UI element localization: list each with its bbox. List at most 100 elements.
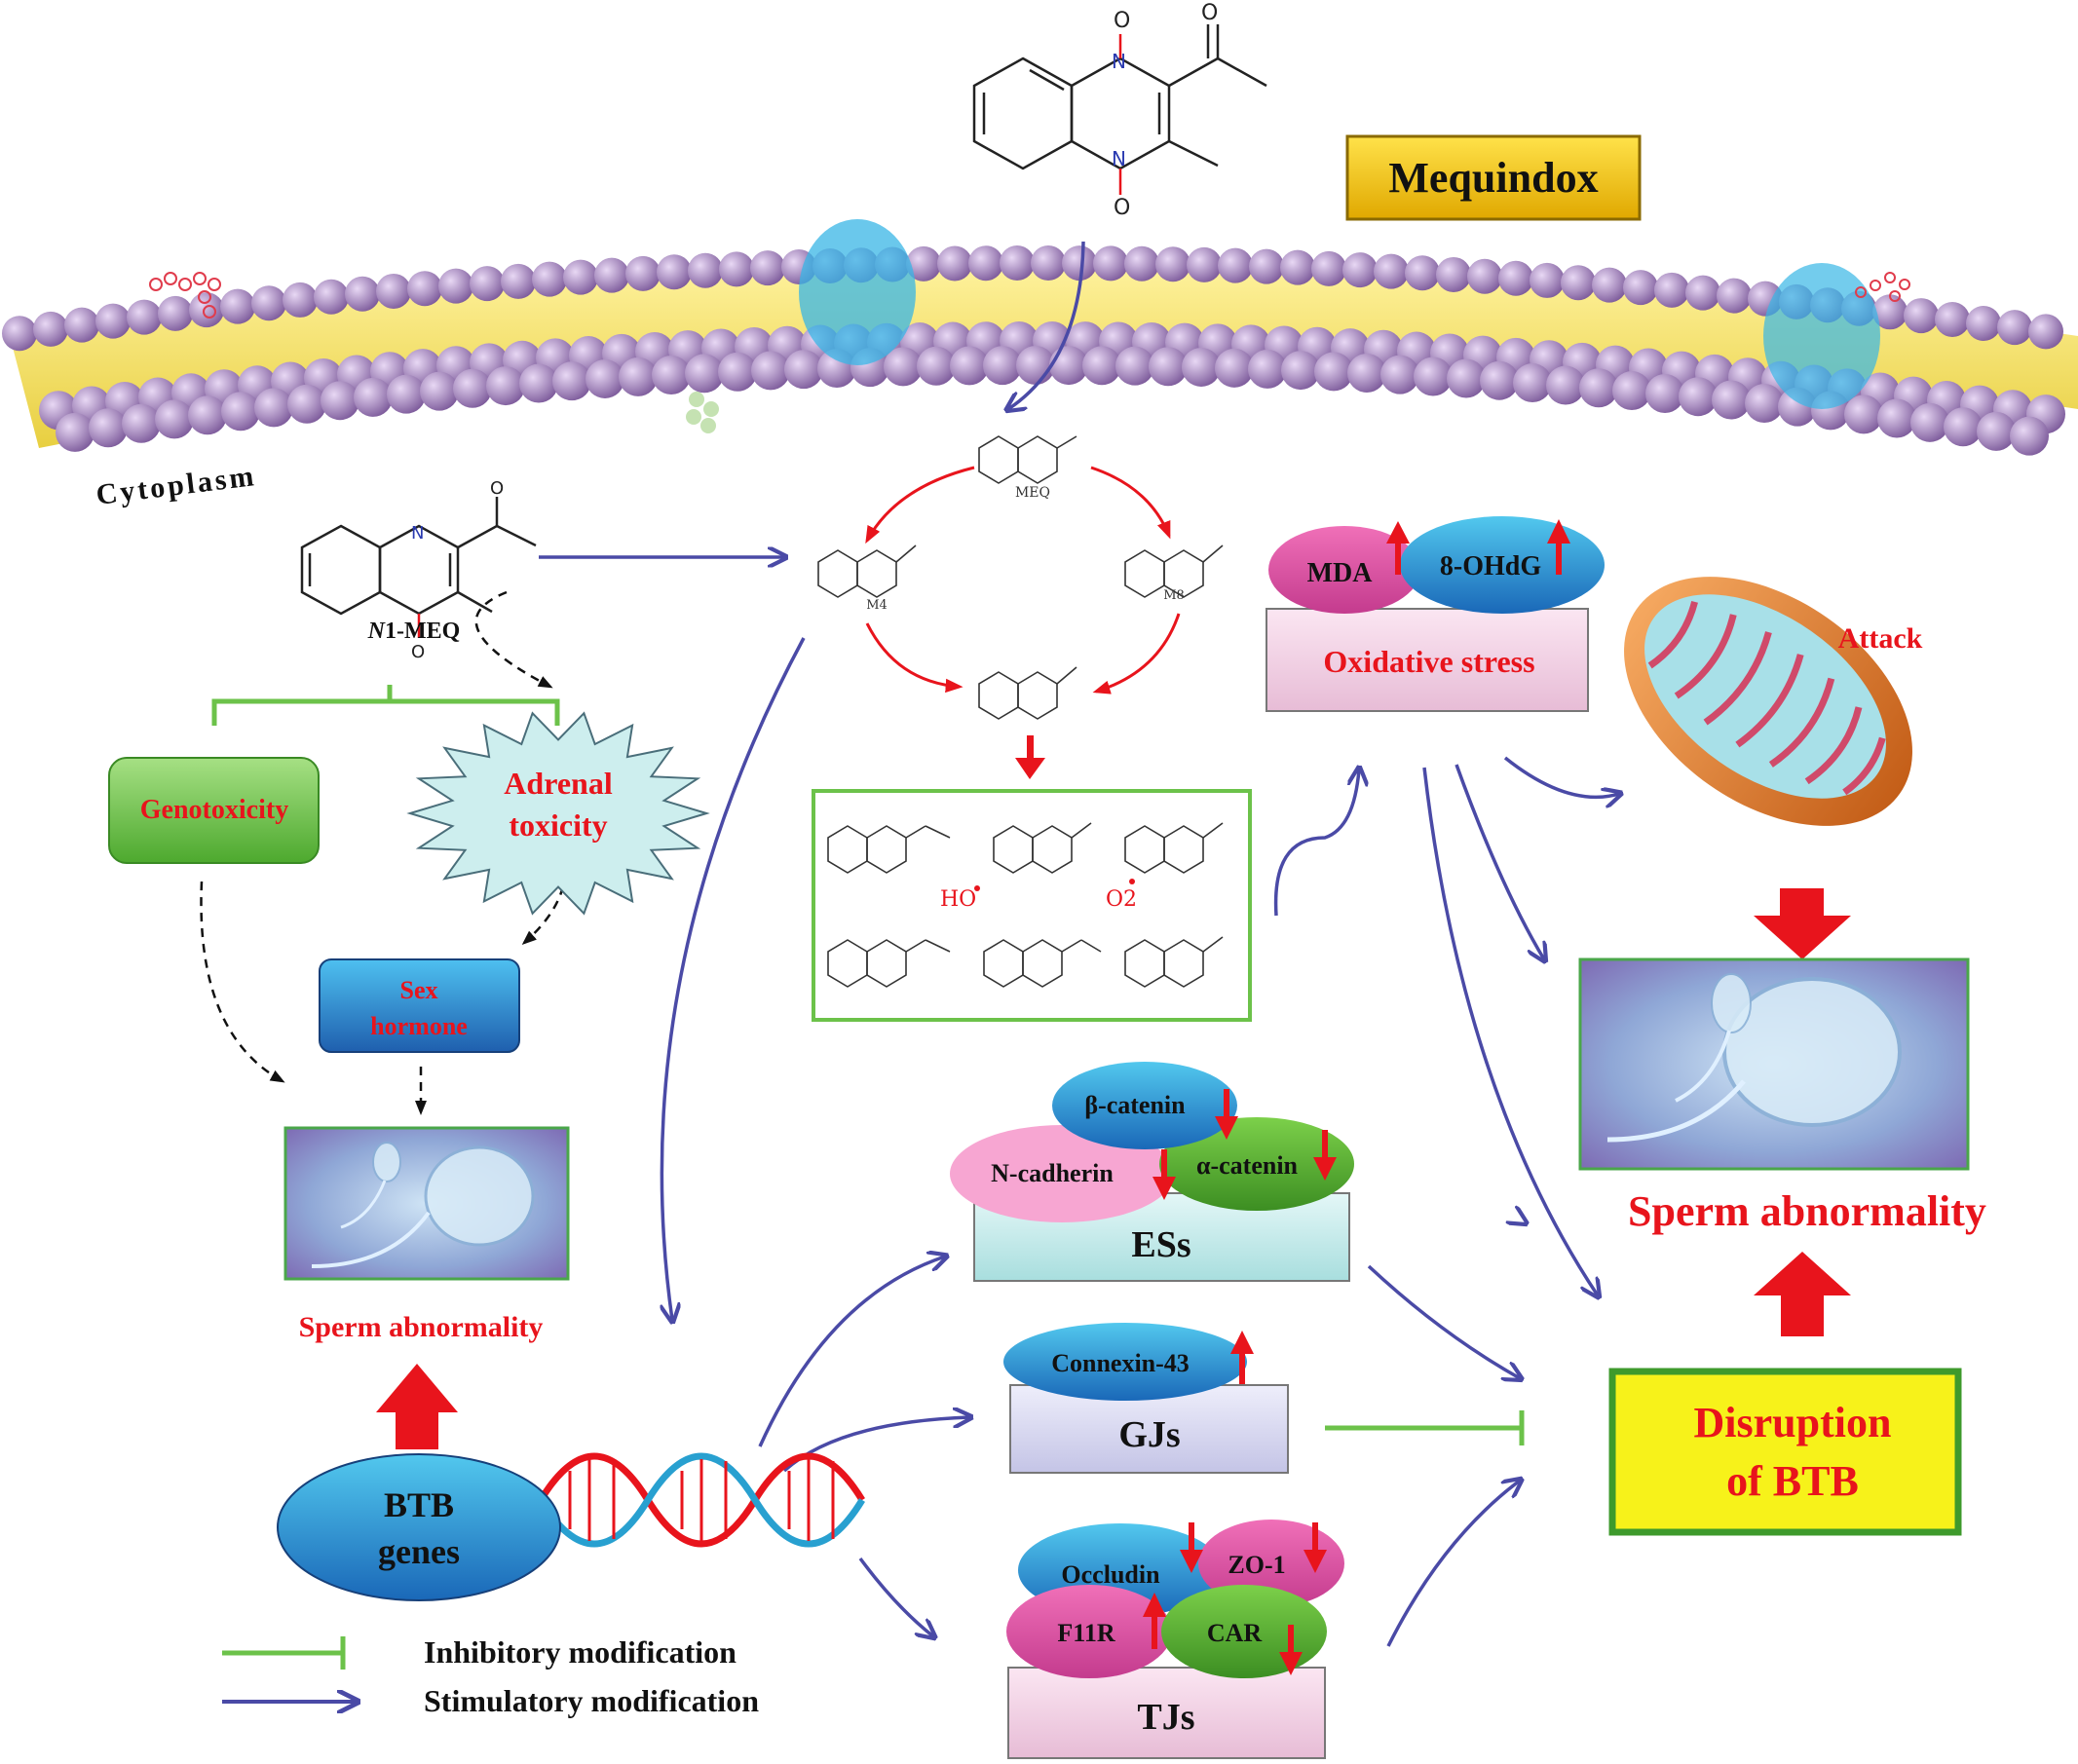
lipid-head bbox=[1745, 383, 1784, 423]
mequindox-title-box bbox=[1345, 134, 1642, 221]
lipid-head bbox=[1997, 310, 2032, 346]
es-label: ESs bbox=[1131, 1224, 1190, 1265]
dna-helix-icon bbox=[538, 1452, 865, 1548]
disruption-btb-box bbox=[1608, 1368, 1962, 1536]
occludin-down-arrow bbox=[1180, 1522, 1203, 1573]
oxygen-symbol: O bbox=[411, 642, 425, 662]
lipid-head bbox=[1910, 402, 1949, 442]
lipid-head bbox=[1977, 411, 2016, 451]
oxygen-symbol: O bbox=[1201, 1, 1218, 25]
radical-dot bbox=[974, 885, 980, 891]
red-down-arrow bbox=[1754, 888, 1851, 959]
metabolism-cycle-arrows bbox=[865, 466, 1181, 694]
genotoxicity-label: Genotoxicity bbox=[140, 795, 288, 825]
lipid-head bbox=[719, 251, 754, 287]
mda-up-arrow bbox=[1386, 521, 1410, 575]
lipid-head bbox=[2, 316, 37, 352]
lipid-head bbox=[688, 252, 723, 288]
lipid-head bbox=[1436, 256, 1471, 292]
lipid-head bbox=[453, 368, 492, 408]
lipid-head bbox=[254, 388, 293, 428]
btb-genes-line1: BTB bbox=[384, 1485, 454, 1524]
cell-membrane bbox=[2, 219, 2078, 456]
lipid-head bbox=[1935, 301, 1970, 337]
n-cadherin-label: N-cadherin bbox=[991, 1159, 1114, 1187]
lipid-head bbox=[1093, 245, 1128, 281]
sex-hormone-line2: hormone bbox=[370, 1012, 468, 1040]
lipid-head bbox=[95, 303, 131, 339]
lipid-head bbox=[1347, 353, 1386, 393]
connexin-ellipse bbox=[1003, 1323, 1247, 1401]
oxygen-symbol: O bbox=[1114, 9, 1130, 33]
lipid-head bbox=[983, 346, 1022, 386]
lipid-head bbox=[1155, 246, 1190, 282]
lipid-head bbox=[1414, 357, 1453, 396]
lipid-head bbox=[56, 412, 94, 452]
lipid-head bbox=[407, 271, 442, 307]
lipid-head bbox=[1314, 352, 1353, 392]
lipid-head bbox=[287, 384, 326, 424]
oxidative-stress-box bbox=[1266, 608, 1589, 712]
lipid-head bbox=[1062, 245, 1097, 281]
lipid-head bbox=[906, 245, 941, 281]
sex-hormone-line1: Sex bbox=[400, 976, 438, 1004]
lipid-head bbox=[1049, 346, 1088, 386]
tj-label: TJs bbox=[1137, 1697, 1194, 1738]
stimulatory-legend-label: Stimulatory modification bbox=[424, 1683, 759, 1718]
glycan-chain-icon bbox=[686, 392, 719, 433]
lipid-head bbox=[1182, 347, 1221, 387]
radical-dot bbox=[1129, 879, 1135, 884]
lipid-head bbox=[220, 288, 255, 324]
lipid-head bbox=[1685, 275, 1720, 311]
f11r-up-arrow bbox=[1143, 1593, 1166, 1649]
lipid-head bbox=[718, 352, 757, 392]
zo1-down-arrow bbox=[1303, 1522, 1327, 1573]
lipid-head bbox=[1579, 368, 1618, 408]
nitrogen-symbol: N bbox=[411, 523, 424, 544]
car-label: CAR bbox=[1207, 1619, 1263, 1647]
lipid-head bbox=[158, 295, 193, 331]
nitrogen-symbol: N bbox=[1112, 50, 1126, 73]
lipid-head bbox=[1082, 346, 1121, 386]
adrenal-toxicity-burst bbox=[406, 711, 710, 916]
lipid-head bbox=[619, 357, 658, 396]
lipid-head bbox=[937, 245, 972, 281]
lipid-head bbox=[33, 311, 68, 347]
lipid-head bbox=[1124, 245, 1159, 281]
membrane-channel-protein bbox=[799, 219, 916, 365]
lipid-head bbox=[420, 371, 459, 411]
lipid-head bbox=[1342, 252, 1378, 288]
lipid-head bbox=[64, 307, 99, 343]
oxygen-symbol: O bbox=[490, 478, 504, 499]
metabolite-structure bbox=[978, 666, 1077, 720]
n1-meq-structure bbox=[300, 497, 537, 638]
lipid-head bbox=[1000, 245, 1035, 281]
lipid-head bbox=[1281, 351, 1320, 391]
lipid-head bbox=[1249, 248, 1284, 284]
lipid-head bbox=[221, 392, 260, 432]
lipid-head bbox=[1467, 258, 1502, 294]
oxidative-stress-label: Oxidative stress bbox=[1323, 644, 1534, 679]
n-cadherin-down-arrow bbox=[1152, 1149, 1176, 1200]
lipid-head bbox=[1844, 394, 1883, 434]
superoxide-radical-label: O2 bbox=[1106, 887, 1137, 912]
dashed-arrows bbox=[200, 590, 565, 1115]
lipid-head bbox=[283, 281, 318, 318]
f11r-ellipse bbox=[1006, 1585, 1172, 1678]
n1-meq-label: N1-MEQ bbox=[367, 619, 461, 644]
beta-catenin-label: β-catenin bbox=[1084, 1091, 1186, 1119]
alpha-catenin-ellipse bbox=[1159, 1117, 1354, 1211]
mitochondria-icon bbox=[1624, 577, 1912, 826]
lipid-head bbox=[2028, 314, 2063, 350]
meq-label: MEQ bbox=[1015, 485, 1050, 501]
lipid-head bbox=[1480, 360, 1519, 400]
lipid-head bbox=[652, 356, 691, 395]
meq-small-structure bbox=[978, 435, 1077, 484]
lipid-head bbox=[594, 257, 629, 293]
lipid-head bbox=[685, 354, 724, 394]
lipid-head bbox=[1447, 358, 1486, 398]
lipid-head bbox=[354, 377, 393, 417]
attack-label: Attack bbox=[1838, 622, 1923, 655]
lipid-head bbox=[155, 399, 194, 439]
lipid-head bbox=[189, 292, 224, 328]
